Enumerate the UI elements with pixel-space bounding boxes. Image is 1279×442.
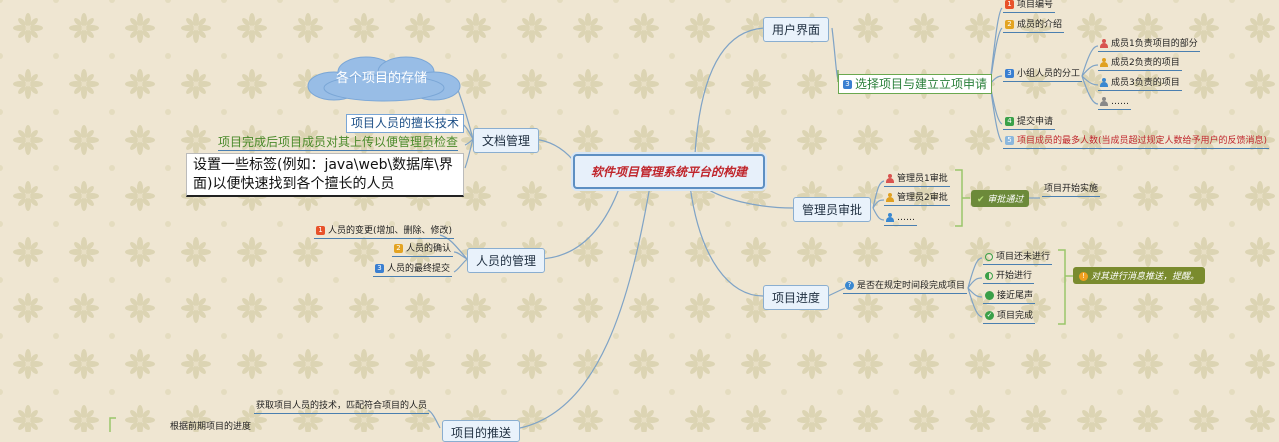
user-sub-text: 选择项目与建立立项申请 [855, 77, 988, 91]
division-member-2-text: 成员2负责的项目 [1111, 58, 1180, 68]
priority-3-icon: 3 [843, 80, 852, 89]
people-item-submit-text: 人员的最终提交 [387, 264, 451, 274]
admin-item-2-text: 管理员2审批 [897, 193, 948, 203]
progress-question-text: 是否在规定时间段完成项目 [857, 281, 966, 291]
people-management-node[interactable]: 人员的管理 [467, 248, 546, 273]
division-member-1-text: 成员1负责项目的部分 [1111, 39, 1198, 49]
person-blue-icon [1100, 78, 1108, 87]
approved-tag[interactable]: ✔ 审批通过 [971, 190, 1030, 207]
project-progress-node[interactable]: 项目进度 [763, 285, 830, 310]
admin-item-2[interactable]: 管理员2审批 [884, 192, 950, 206]
user-item-intro-text: 成员的介绍 [1017, 20, 1063, 30]
user-interface-label: 用户界面 [772, 23, 821, 37]
progress-state-done[interactable]: ✓项目完成 [983, 310, 1036, 324]
progress-state-started[interactable]: 开始进行 [983, 270, 1035, 284]
state-quarter-icon [985, 271, 993, 280]
push-item-progress-text: 根据前期项目的进度 [170, 422, 252, 432]
division-member-2[interactable]: 成员2负责的项目 [1098, 57, 1182, 71]
push-item-progress[interactable]: 根据前期项目的进度 [170, 421, 251, 433]
admin-approval-label: 管理员审批 [802, 203, 863, 217]
priority-3-icon: 3 [375, 264, 384, 273]
person-gray-icon [1100, 97, 1108, 106]
division-member-more[interactable]: …… [1098, 96, 1131, 110]
priority-3-icon: 3 [1005, 69, 1014, 78]
progress-state-done-text: 项目完成 [997, 311, 1034, 321]
project-progress-label: 项目进度 [772, 291, 821, 305]
admin-item-1-text: 管理员1审批 [897, 174, 948, 184]
doc-note[interactable]: 设置一些标签(例如：java\web\数据库\界面)以便快速找到各个擅长的人员 [186, 153, 464, 197]
question-icon: ? [845, 281, 854, 290]
user-item-division-text: 小组人员的分工 [1017, 69, 1081, 79]
priority-2-icon: 2 [1005, 20, 1014, 29]
division-member-more-text: …… [1111, 97, 1129, 107]
priority-1-icon: 1 [1005, 0, 1014, 9]
central-topic-text: 软件项目管理系统平台的构建 [590, 165, 747, 179]
progress-state-started-text: 开始进行 [996, 271, 1033, 281]
state-done-icon: ✓ [985, 311, 994, 320]
user-interface-node[interactable]: 用户界面 [763, 17, 830, 42]
person-orange-icon [886, 193, 894, 202]
push-item-match[interactable]: 获取项目人员的技术，匹配符合项目的人员 [254, 400, 430, 414]
person-orange-icon [1100, 58, 1108, 67]
admin-item-more[interactable]: …… [884, 212, 917, 226]
person-red-icon [886, 174, 894, 183]
user-item-max-members-text: 项目成员的最多人数(当成员超过规定人数给予用户的反馈消息) [1017, 136, 1268, 146]
division-member-1[interactable]: 成员1负责项目的部分 [1098, 38, 1200, 52]
priority-2-icon: 2 [394, 244, 403, 253]
people-management-label: 人员的管理 [476, 254, 537, 268]
priority-5-icon: 5 [1005, 136, 1014, 145]
person-blue-icon [886, 213, 894, 222]
priority-4-icon: 4 [1005, 117, 1014, 126]
division-member-3-text: 成员3负责的项目 [1111, 78, 1180, 88]
progress-state-near-end-text: 接近尾声 [997, 291, 1034, 301]
progress-state-not-started-text: 项目还未进行 [996, 252, 1051, 262]
doc-management-label: 文档管理 [482, 134, 531, 148]
doc-skill-text: 项目人员的擅长技术 [351, 116, 460, 130]
push-item-match-text: 获取项目人员的技术，匹配符合项目的人员 [256, 401, 428, 411]
central-topic[interactable]: 软件项目管理系统平台的构建 [573, 154, 765, 189]
state-mostly-icon [985, 291, 994, 300]
cloud-label: 各个项目的存储 [336, 71, 428, 86]
admin-result-text: 项目开始实施 [1044, 184, 1099, 194]
admin-approval-node[interactable]: 管理员审批 [793, 197, 872, 222]
progress-state-not-started[interactable]: 项目还未进行 [983, 251, 1053, 265]
alert-icon: ! [1079, 272, 1088, 281]
reminder-tag-text: 对其进行消息推送，提醒。 [1091, 272, 1200, 282]
doc-upload-text: 项目完成后项目成员对其上传以便管理员检查 [218, 135, 459, 149]
progress-state-near-end[interactable]: 接近尾声 [983, 290, 1036, 304]
doc-management-node[interactable]: 文档管理 [473, 128, 540, 153]
cloud-shape [307, 56, 461, 102]
user-item-number-text: 项目编号 [1017, 0, 1054, 10]
reminder-tag[interactable]: !对其进行消息推送，提醒。 [1073, 267, 1206, 284]
user-item-submit-text: 提交申请 [1017, 117, 1054, 127]
division-member-3[interactable]: 成员3负责的项目 [1098, 77, 1182, 91]
background-pattern [0, 0, 1279, 432]
project-push-node[interactable]: 项目的推送 [442, 420, 521, 442]
project-push-label: 项目的推送 [451, 426, 512, 440]
people-item-change-text: 人员的变更(增加、删除、修改) [328, 226, 453, 236]
admin-item-1[interactable]: 管理员1审批 [884, 173, 950, 187]
state-empty-icon [985, 252, 993, 261]
doc-skill-item[interactable]: 项目人员的擅长技术 [346, 114, 465, 133]
doc-note-text: 设置一些标签(例如：java\web\数据库\界面)以便快速找到各个擅长的人员 [193, 157, 453, 192]
approved-tag-text: 审批通过 [987, 195, 1024, 205]
progress-question[interactable]: ?是否在规定时间段完成项目 [843, 280, 968, 294]
doc-upload-item[interactable]: 项目完成后项目成员对其上传以便管理员检查 [218, 135, 459, 151]
check-icon: ✔ [977, 195, 988, 205]
admin-item-more-text: …… [897, 213, 915, 223]
admin-result[interactable]: 项目开始实施 [1042, 183, 1101, 197]
connection-lines [109, 7, 1099, 432]
person-red-icon [1100, 39, 1108, 48]
people-item-confirm-text: 人员的确认 [406, 244, 452, 254]
priority-1-icon: 1 [316, 226, 325, 235]
